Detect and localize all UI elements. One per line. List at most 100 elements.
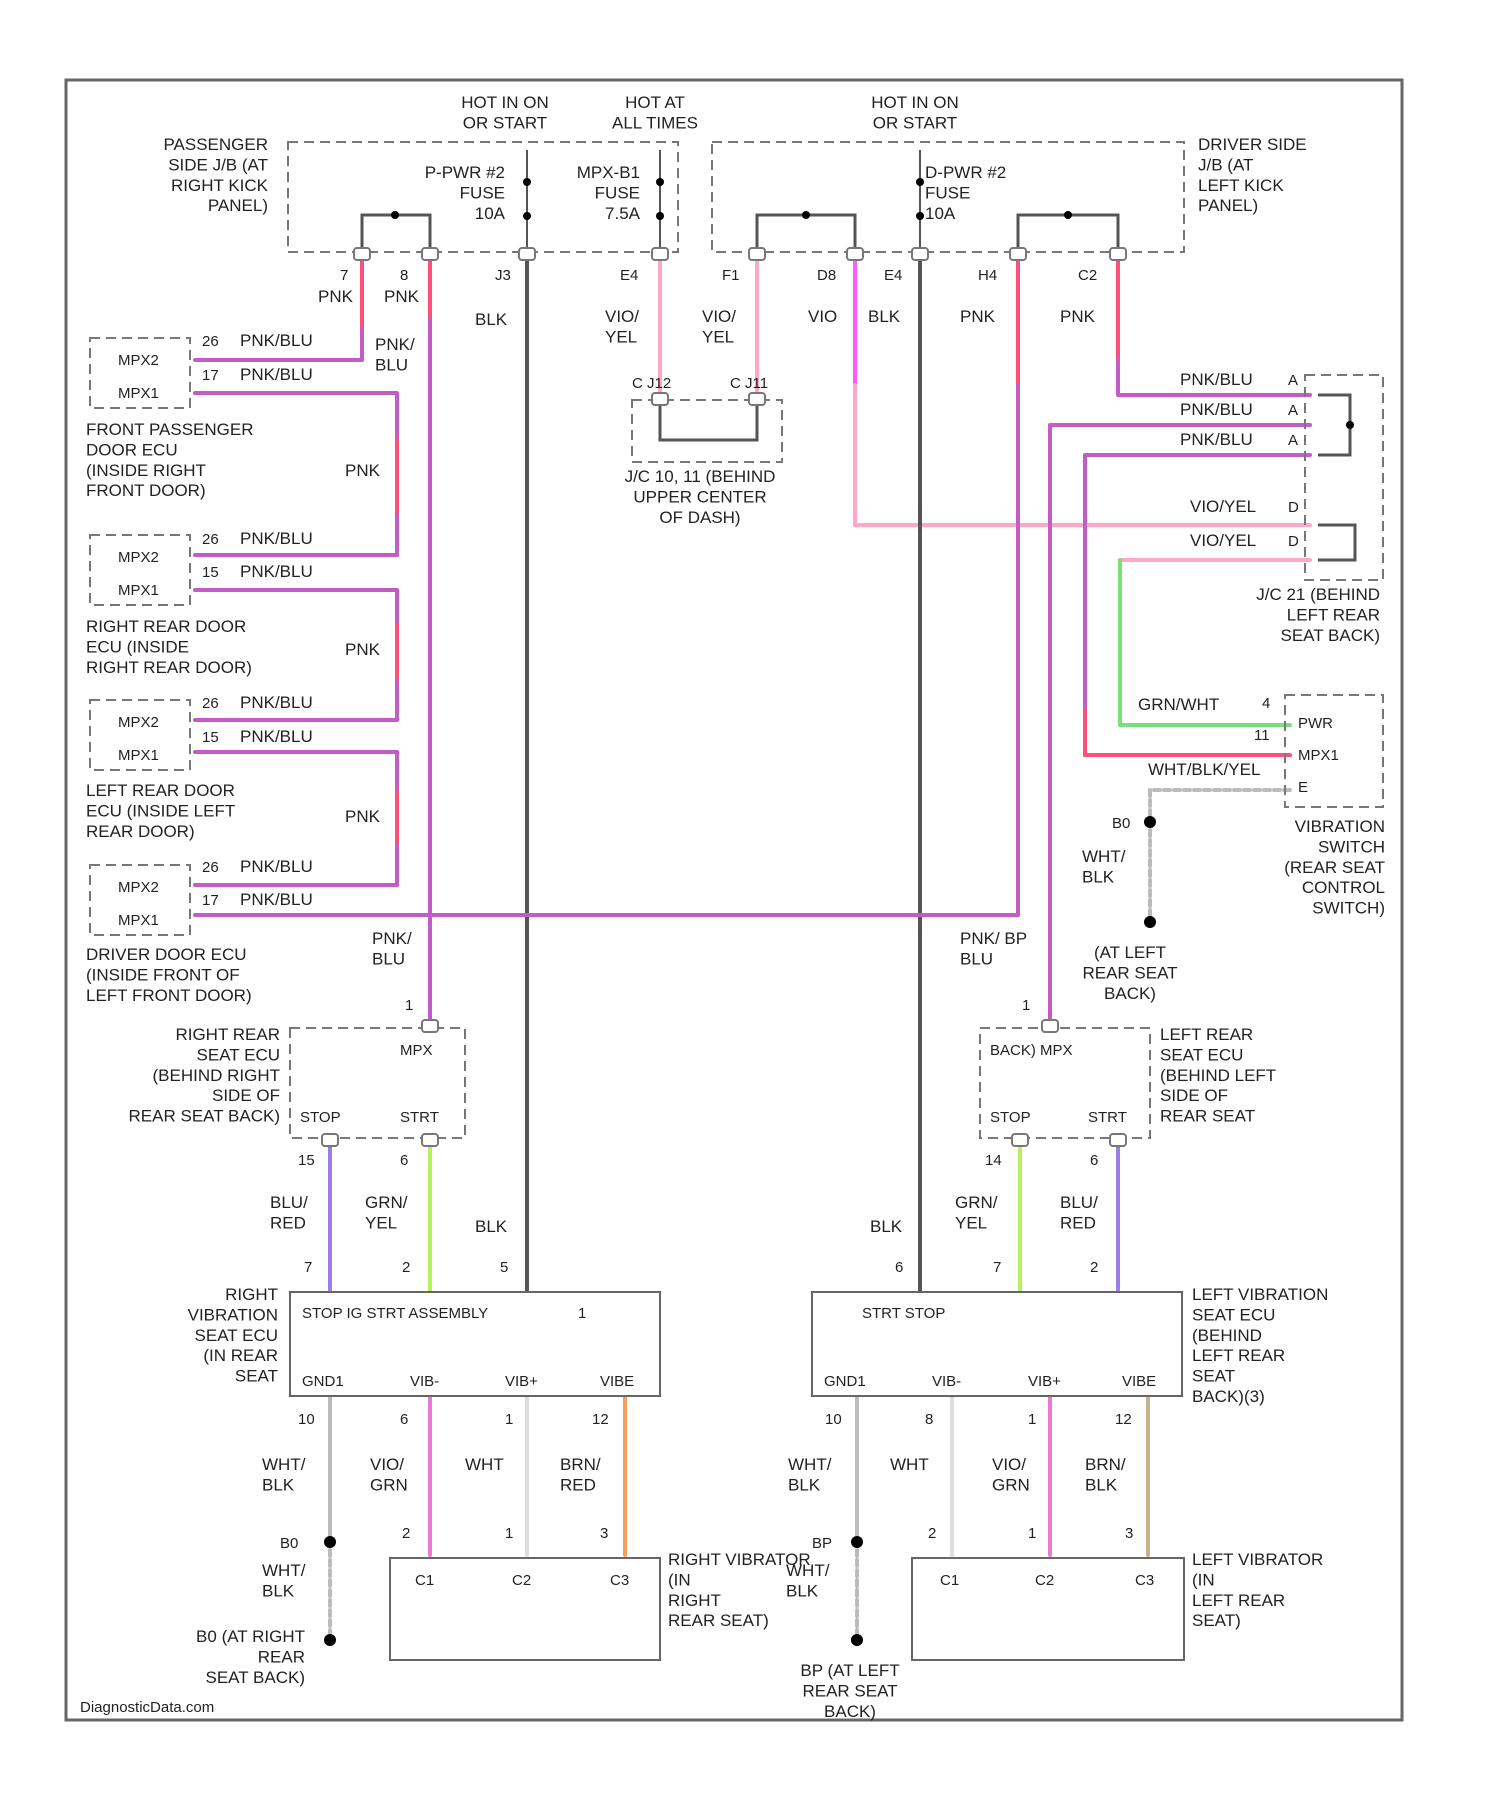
right-vibrator-pin-1: 1: [505, 1525, 513, 1542]
svg-text:15: 15: [202, 564, 219, 581]
vib-switch-pin-4: 4: [1262, 695, 1270, 712]
fuse-mpx-b1: MPX-B1FUSE7.5A: [577, 163, 641, 223]
fuse-p-pwr-2: P-PWR #2FUSE10A: [425, 163, 506, 223]
left-vib-ecu-top: STRT STOP: [862, 1305, 945, 1322]
svg-text:RIGHT REAR DOORECU (INSIDERIGH: RIGHT REAR DOORECU (INSIDERIGHT REAR DOO…: [86, 617, 252, 677]
wire-label-blu-red-1: BLU/RED: [270, 1193, 308, 1232]
wire-label-brn-red: BRN/RED: [560, 1455, 601, 1494]
svg-text:MPX2: MPX2: [118, 879, 159, 896]
svg-text:PNK: PNK: [345, 640, 381, 659]
jc21-pin-d2: D: [1288, 533, 1299, 550]
left-vibrator-c3: C3: [1135, 1572, 1154, 1589]
wire-label-pnk-3: PNK: [960, 307, 996, 326]
right-vib-ecu-vib-plus: VIB+: [505, 1373, 538, 1390]
ground-bp-top: [851, 1536, 863, 1548]
svg-text:FRONT PASSENGERDOOR ECU(INSIDE: FRONT PASSENGERDOOR ECU(INSIDE RIGHTFRON…: [86, 420, 254, 500]
right-seat-ecu-pin-15: 15: [298, 1152, 315, 1169]
left-vib-ecu-gnd1: GND1: [824, 1373, 866, 1390]
wire-label-blk-2: BLK: [868, 307, 901, 326]
jc21-pin-d1: D: [1288, 499, 1299, 516]
left-vib-ecu-pin-8: 8: [925, 1411, 933, 1428]
right-vib-ecu-pin-6: 6: [400, 1411, 408, 1428]
wire-label-blk-3: BLK: [475, 1217, 508, 1236]
ground-b0-desc: (AT LEFTREAR SEATBACK): [1082, 943, 1177, 1003]
svg-text:26: 26: [202, 531, 219, 548]
pin-j3: J3: [495, 267, 511, 284]
pin-h4: H4: [978, 267, 997, 284]
svg-text:MPX1: MPX1: [118, 385, 159, 402]
wire-label-grn-yel-1: GRN/YEL: [365, 1193, 408, 1232]
jc21-pnkblu-1: PNK/BLU: [1180, 370, 1253, 389]
right-vib-ecu-pin-12: 12: [592, 1411, 609, 1428]
left-vibrator-pin-2: 2: [928, 1525, 936, 1542]
svg-text:PNK/BLU: PNK/BLU: [240, 693, 313, 712]
right-vib-ecu-pin-7: 7: [304, 1259, 312, 1276]
left-vib-ecu-vib-minus: VIB-: [932, 1373, 961, 1390]
left-vib-ecu-pin-10: 10: [825, 1411, 842, 1428]
left-rear-seat-ecu-label: LEFT REARSEAT ECU(BEHIND LEFTSIDE OFREAR…: [1160, 1025, 1276, 1126]
jc21-pin-a3: A: [1288, 432, 1298, 449]
right-vibrator-pin-3: 3: [600, 1525, 608, 1542]
wire-label-vio-yel-1: VIO/YEL: [605, 307, 639, 346]
left-seat-ecu-strt: STRT: [1088, 1109, 1127, 1126]
wire-label-wht-blk-1: WHT/BLK: [1082, 847, 1126, 886]
ground-bp-bottom: [851, 1634, 863, 1646]
wire-label-vio-grn-2: VIO/GRN: [992, 1455, 1030, 1494]
svg-text:PNK/BLU: PNK/BLU: [240, 331, 313, 350]
left-vibrator-c2: C2: [1035, 1572, 1054, 1589]
jc-21-bus-a: [1318, 395, 1350, 455]
wire-label-pnk-2: PNK: [384, 287, 420, 306]
right-vib-ecu-pin-1: 1: [505, 1411, 513, 1428]
jc21-pnkblu-2: PNK/BLU: [1180, 400, 1253, 419]
right-vib-ecu-pin-10: 10: [298, 1411, 315, 1428]
right-vibrator-c1: C1: [415, 1572, 434, 1589]
wire-label-vio-grn-1: VIO/GRN: [370, 1455, 408, 1494]
pin-f1: F1: [722, 267, 740, 284]
svg-text:PNK/BLU: PNK/BLU: [240, 562, 313, 581]
door-ecu-driver: MPX2 MPX1 26 17 PNK/BLU PNK/BLU DRIVER D…: [86, 857, 313, 1005]
svg-text:PNK/BLU: PNK/BLU: [240, 529, 313, 548]
vibration-switch-label: VIBRATIONSWITCH(REAR SEATCONTROLSWITCH): [1284, 817, 1385, 918]
right-seat-ecu-strt: STRT: [400, 1109, 439, 1126]
ground-right-b0-label: B0 (AT RIGHTREARSEAT BACK): [196, 1627, 305, 1687]
pin-c-j11: C J11: [730, 375, 768, 392]
jc21-vioyel-1: VIO/YEL: [1190, 497, 1256, 516]
wire-label-pnk-1: PNK: [318, 287, 354, 306]
right-vib-ecu-vibe: VIBE: [600, 1373, 634, 1390]
door-ecu-right-rear: MPX2 MPX1 26 15 PNK/BLU PNK/BLU RIGHT RE…: [86, 529, 381, 677]
right-seat-ecu-pin-6: 6: [400, 1152, 408, 1169]
svg-text:PNK/BLU: PNK/BLU: [240, 890, 313, 909]
wire-label-blk-4: BLK: [870, 1217, 903, 1236]
svg-text:17: 17: [202, 892, 219, 909]
left-seat-ecu-pin-6: 6: [1090, 1152, 1098, 1169]
left-vibrator-pin-3: 3: [1125, 1525, 1133, 1542]
wire-label-grn-wht: GRN/WHT: [1138, 695, 1219, 714]
door-ecu-front-passenger: MPX2 MPX1 26 17 PNK/BLU PNK/BLU FRONT PA…: [86, 331, 381, 500]
wire-label-vio: VIO: [808, 307, 837, 326]
jc-10-11-box: [632, 400, 782, 462]
wire-label-wht-1: WHT: [465, 1455, 504, 1474]
pin-c2: C2: [1078, 267, 1097, 284]
svg-text:PNK/BLU: PNK/BLU: [240, 365, 313, 384]
left-vib-ecu-vib-plus: VIB+: [1028, 1373, 1061, 1390]
jc-21-box: [1305, 375, 1383, 580]
svg-text:PNK/BLU: PNK/BLU: [240, 727, 313, 746]
svg-text:26: 26: [202, 695, 219, 712]
wire-label-wht-blk-4: WHT/BLK: [262, 1561, 306, 1600]
left-seat-ecu-back-mpx: BACK) MPX: [990, 1042, 1073, 1059]
left-vib-ecu-pin-7: 7: [993, 1259, 1001, 1276]
wire-label-wht-2: WHT: [890, 1455, 929, 1474]
wire-label-wht-blk-2: WHT/BLK: [262, 1455, 306, 1494]
right-vib-ecu-pin-2: 2: [402, 1259, 410, 1276]
jc-10-11-bus: [660, 400, 757, 440]
right-seat-ecu-stop: STOP: [300, 1109, 341, 1126]
hot-at-all-times-label: HOT ATALL TIMES: [612, 93, 698, 132]
pin-7: 7: [340, 267, 348, 284]
